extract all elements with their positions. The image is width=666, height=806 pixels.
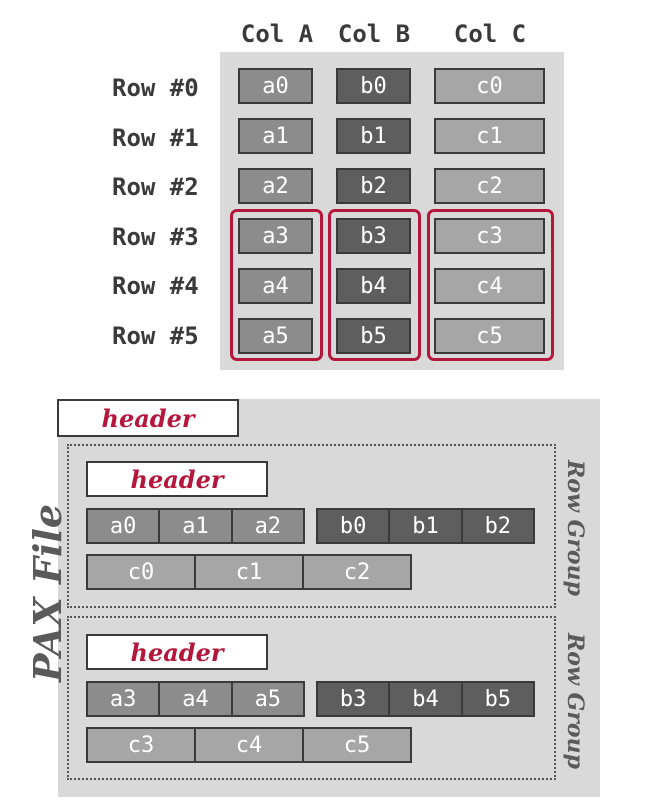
cell-a5: a5	[238, 318, 313, 354]
rg2-cell-b3: b3	[318, 683, 391, 715]
row-group-1-label: Row Group	[562, 460, 588, 596]
cell-b1: b1	[336, 118, 411, 154]
rg1-cell-b0: b0	[318, 510, 391, 542]
cell-c2: c2	[434, 168, 545, 204]
row-group-1-col-c-strip: c0 c1 c2	[86, 554, 412, 590]
cell-a3: a3	[238, 218, 313, 254]
rg1-cell-c0: c0	[88, 556, 196, 588]
row-group-1-col-a-strip: a0 a1 a2	[86, 508, 305, 544]
rg2-cell-c3: c3	[88, 729, 196, 761]
row-group-2	[67, 616, 556, 780]
row-label-4: Row #4	[112, 272, 199, 300]
cell-c1: c1	[434, 118, 545, 154]
rg1-cell-a2: a2	[232, 510, 303, 542]
rg2-cell-a4: a4	[160, 683, 233, 715]
row-group-2-col-c-strip: c3 c4 c5	[86, 727, 412, 763]
pax-file-label: PAX File	[25, 503, 70, 682]
rg2-cell-c4: c4	[196, 729, 304, 761]
row-group-1-header: header	[86, 461, 268, 497]
cell-c0: c0	[434, 68, 545, 104]
row-group-1	[67, 444, 556, 608]
cell-c4: c4	[434, 268, 545, 304]
row-label-5: Row #5	[112, 322, 199, 350]
row-group-2-col-a-strip: a3 a4 a5	[86, 681, 305, 717]
cell-b3: b3	[336, 218, 411, 254]
row-label-0: Row #0	[112, 74, 199, 102]
cell-b2: b2	[336, 168, 411, 204]
column-header-a: Col A	[240, 20, 314, 48]
rg2-cell-a3: a3	[88, 683, 161, 715]
cell-a2: a2	[238, 168, 313, 204]
file-header: header	[57, 399, 239, 437]
row-group-2-header: header	[86, 634, 268, 670]
rg2-cell-b5: b5	[462, 683, 533, 715]
row-group-1-col-b-strip: b0 b1 b2	[316, 508, 535, 544]
rg1-cell-a1: a1	[160, 510, 233, 542]
cell-b0: b0	[336, 68, 411, 104]
highlight-col-a	[230, 209, 323, 361]
row-group-2-col-b-strip: b3 b4 b5	[316, 681, 535, 717]
column-header-c: Col C	[453, 20, 527, 48]
rg1-cell-c1: c1	[196, 556, 304, 588]
cell-b5: b5	[336, 318, 411, 354]
row-label-2: Row #2	[112, 173, 199, 201]
rg1-cell-c2: c2	[304, 556, 410, 588]
rg2-cell-a5: a5	[232, 683, 303, 715]
cell-a0: a0	[238, 68, 313, 104]
cell-a1: a1	[238, 118, 313, 154]
row-label-3: Row #3	[112, 223, 199, 251]
highlight-col-c	[427, 209, 554, 361]
column-header-b: Col B	[337, 20, 411, 48]
cell-c5: c5	[434, 318, 545, 354]
cell-c3: c3	[434, 218, 545, 254]
rg2-cell-b4: b4	[390, 683, 463, 715]
rg1-cell-b1: b1	[390, 510, 463, 542]
row-group-2-label: Row Group	[562, 633, 588, 769]
cell-a4: a4	[238, 268, 313, 304]
rg1-cell-b2: b2	[462, 510, 533, 542]
cell-b4: b4	[336, 268, 411, 304]
rg1-cell-a0: a0	[88, 510, 161, 542]
row-label-1: Row #1	[112, 124, 199, 152]
highlight-col-b	[328, 209, 421, 361]
rg2-cell-c5: c5	[304, 729, 410, 761]
